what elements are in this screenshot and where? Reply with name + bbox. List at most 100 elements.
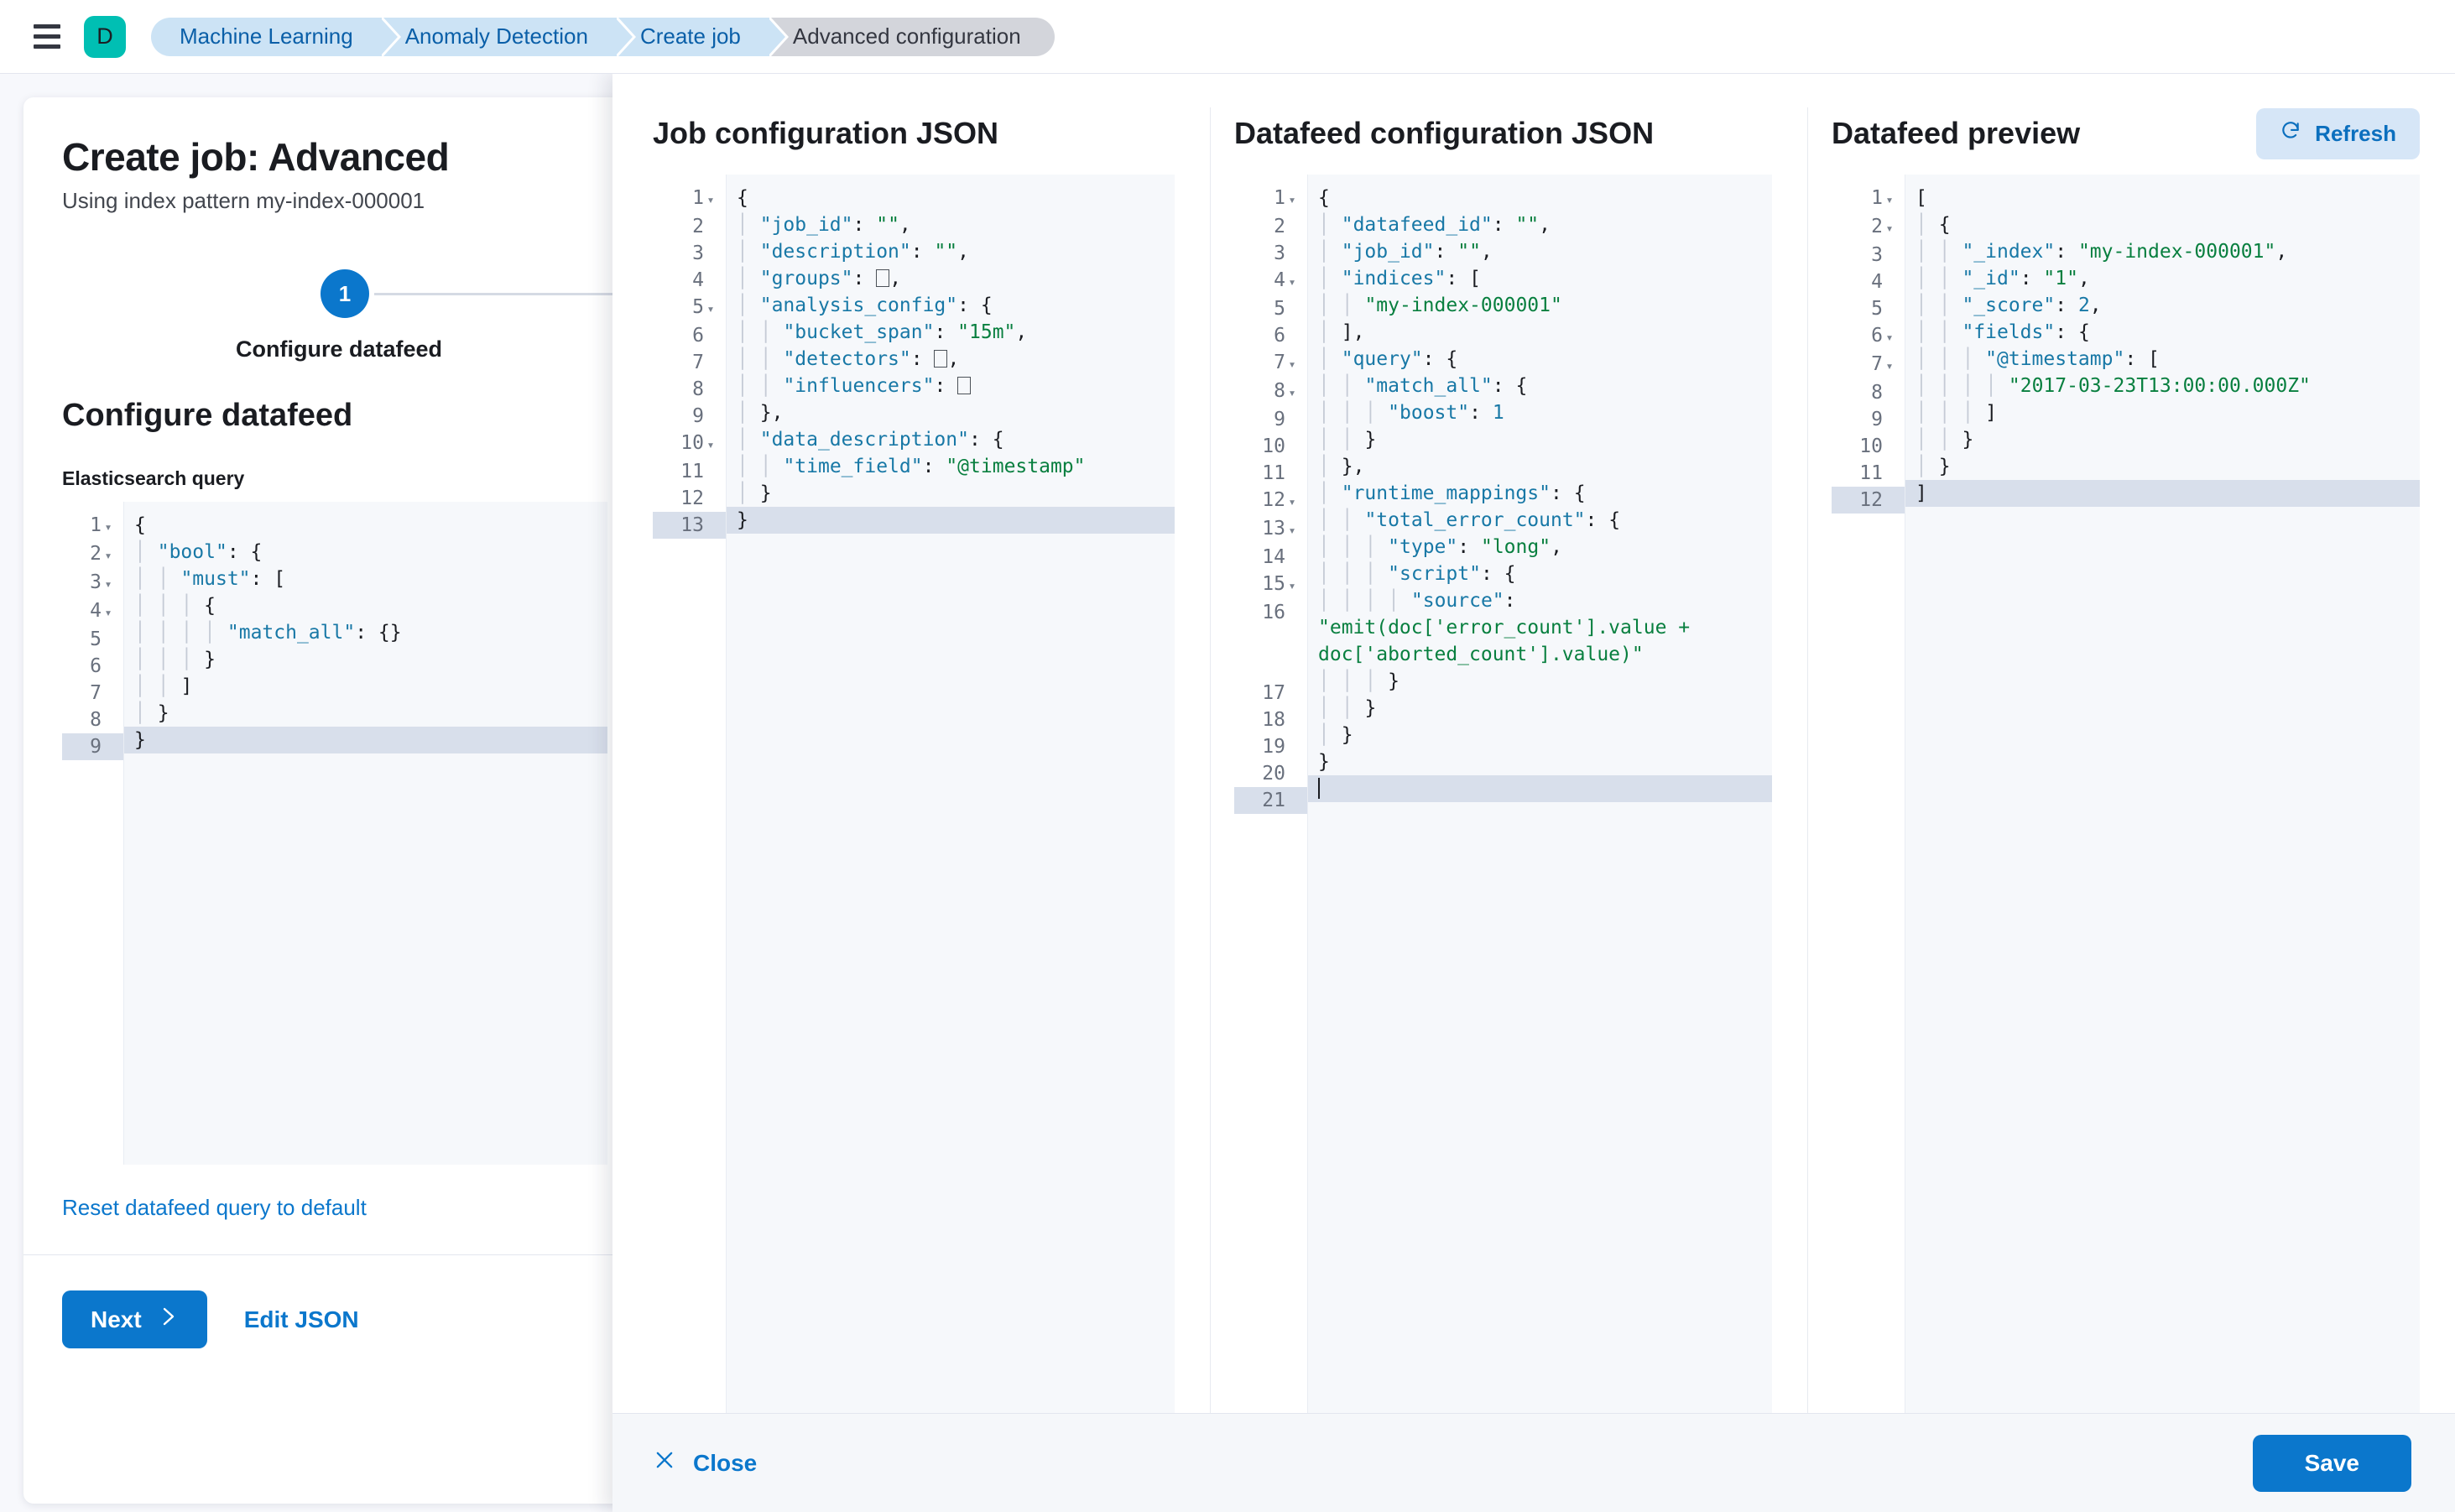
stepper-step-1[interactable]: 1 <box>321 269 369 318</box>
close-button[interactable]: Close <box>653 1448 757 1478</box>
editor-code-line[interactable]: │ "description": "", <box>737 241 970 263</box>
editor-code-line[interactable]: │ } <box>134 702 169 724</box>
breadcrumb-item-label: Anomaly Detection <box>404 23 588 49</box>
editor-line-number: 9 <box>62 733 123 760</box>
editor-code-line[interactable]: │ "job_id": "", <box>1318 241 1493 263</box>
breadcrumb-item-1[interactable]: Anomaly Detection <box>381 17 636 56</box>
editor-code-line[interactable]: │ │ "influencers": <box>727 373 1175 399</box>
editor-code-line[interactable]: │ }, <box>737 402 784 424</box>
editor-code-line[interactable]: │ │ "bucket_span": "15m", <box>737 321 1028 343</box>
editor-code-line[interactable]: { <box>134 514 146 536</box>
editor-code-line[interactable]: │ "indices": [ <box>1318 268 1481 289</box>
editor-code-line[interactable]: │ } <box>1318 724 1353 746</box>
editor-code-line[interactable]: │ "runtime_mappings": { <box>1318 482 1586 504</box>
editor-code-line[interactable]: │ "job_id": "", <box>737 214 911 236</box>
editor-line-number: 4▾ <box>90 600 112 622</box>
editor-line-number: 21 <box>1234 787 1307 814</box>
editor-line-number: 9 <box>1871 409 1883 430</box>
editor-code-line[interactable]: │ │ "match_all": { <box>1318 375 1528 397</box>
editor-code-line[interactable]: │ │ │ │ "match_all": {} <box>134 622 402 644</box>
datafeed-preview-header: Datafeed preview Refresh <box>1832 107 2420 159</box>
reset-datafeed-query-link[interactable]: Reset datafeed query to default <box>62 1195 367 1220</box>
job-configuration-header: Job configuration JSON <box>653 107 1175 159</box>
editor-code-line[interactable]: │ │ │ ] <box>1916 402 1998 424</box>
editor-code-line[interactable]: } <box>727 507 1175 534</box>
editor-line-number: 5 <box>90 628 102 650</box>
editor-code-line[interactable]: │ "bool": { <box>134 541 263 563</box>
editor-line-number: 11 <box>1262 462 1285 484</box>
editor-code-area[interactable]: [ │ { │ │ "_index": "my-index-000001", │ │ … <box>1905 175 2420 1413</box>
edit-json-button[interactable]: Edit JSON <box>243 1306 359 1332</box>
save-button[interactable]: Save <box>2252 1434 2411 1492</box>
editor-code-line[interactable]: │ ], <box>1318 321 1365 343</box>
breadcrumb-item-0[interactable]: Machine Learning <box>151 17 401 56</box>
editor-code-line[interactable]: │ │ "must": [ <box>134 568 286 590</box>
editor-line-number: 6 <box>90 655 102 677</box>
editor-code-line[interactable]: } <box>1318 751 1330 773</box>
editor-code-line[interactable]: │ │ ] <box>134 675 193 697</box>
editor-code-area[interactable]: { │ "bool": { │ │ "must": [ │ │ │ { │ │ │ │ … <box>124 502 607 1165</box>
editor-code-area[interactable]: { │ "datafeed_id": "", │ "job_id": "", │ "i… <box>1308 175 1772 1413</box>
editor-code-line[interactable]: │ │ } <box>1916 429 1974 451</box>
editor-code-line[interactable]: │ │ │ │ "2017-03-23T13:00:00.000Z" <box>1916 375 2311 397</box>
editor-code-line[interactable]: │ }, <box>1318 456 1365 477</box>
editor-code-line[interactable]: │ │ "fields": { <box>1916 321 2090 343</box>
refresh-button[interactable]: Refresh <box>2256 107 2420 159</box>
editor-code-line[interactable]: │ "query": { <box>1318 348 1458 370</box>
editor-line-number: 13▾ <box>1262 518 1296 540</box>
breadcrumb-chevron-icon <box>381 17 401 56</box>
editor-code-line[interactable]: │ │ "detectors": , <box>737 348 960 370</box>
editor-code-line[interactable]: │ │ │ } <box>134 649 216 670</box>
stepper-step-label: Configure datafeed <box>235 336 443 362</box>
editor-code-line[interactable]: { <box>737 187 748 209</box>
editor-code-area[interactable]: { │ "job_id": "", │ "description": "", │ "g… <box>727 175 1175 1413</box>
editor-code-line[interactable]: │ │ "time_field": "@timestamp" <box>737 456 1086 477</box>
hamburger-menu-icon[interactable] <box>29 18 65 55</box>
editor-code-line[interactable]: │ │ "my-index-000001" <box>1318 295 1562 316</box>
editor-code-line[interactable]: { <box>1318 187 1330 209</box>
editor-line-number: 5 <box>1274 298 1285 320</box>
section-heading: Configure datafeed <box>62 398 353 433</box>
editor-code-line[interactable] <box>1308 775 1772 802</box>
editor-code-line[interactable]: │ │ } <box>1318 697 1377 719</box>
editor-code-line[interactable]: } <box>124 727 607 753</box>
editor-code-line[interactable]: │ │ "_score": 2, <box>1916 295 2102 316</box>
save-button-label: Save <box>2304 1449 2359 1476</box>
editor-code-line[interactable]: │ │ │ { <box>134 595 216 617</box>
breadcrumb-item-2[interactable]: Create job <box>616 17 789 56</box>
editor-code-line[interactable]: │ │ │ │ "source": "emit(doc['error_count… <box>1318 590 1702 665</box>
breadcrumb-item-3[interactable]: Advanced configuration <box>769 17 1055 56</box>
editor-code-line[interactable]: │ │ │ "script": { <box>1318 563 1516 585</box>
editor-code-line[interactable]: │ } <box>1916 456 1951 477</box>
space-avatar[interactable]: D <box>84 15 126 58</box>
editor-code-line[interactable]: │ │ │ } <box>1318 670 1400 692</box>
editor-code-line[interactable]: │ "datafeed_id": "", <box>1318 214 1551 236</box>
editor-code-line[interactable]: │ │ "_id": "1", <box>1916 268 2090 289</box>
editor-code-line[interactable]: │ │ │ "type": "long", <box>1318 536 1562 558</box>
editor-line-number: 2 <box>692 216 704 237</box>
breadcrumb-item-label: Create job <box>639 23 741 49</box>
editor-code-line[interactable]: │ "analysis_config": { <box>737 295 993 316</box>
editor-code-line[interactable]: [ <box>1916 187 1927 209</box>
editor-code-line[interactable]: │ │ │ "@timestamp": [ <box>1916 348 2160 370</box>
editor-code-line[interactable]: │ │ "_index": "my-index-000001", <box>1916 241 2288 263</box>
datafeed-configuration-header: Datafeed configuration JSON <box>1234 107 1772 159</box>
editor-code-line[interactable]: │ "groups": , <box>737 268 902 289</box>
editor-code-line[interactable]: │ │ "total_error_count": { <box>1318 509 1621 531</box>
editor-code-line[interactable]: ] <box>1905 480 2420 507</box>
editor-code-line[interactable]: │ │ } <box>1318 429 1377 451</box>
editor-code-line[interactable]: │ } <box>737 482 772 504</box>
editor-line-number: 10▾ <box>680 432 715 454</box>
editor-code-line[interactable]: │ { <box>1916 214 1951 236</box>
editor-code-line[interactable]: │ │ │ "boost": 1 <box>1318 402 1504 424</box>
editor-code-line[interactable]: │ "data_description": { <box>737 429 1004 451</box>
next-button[interactable]: Next <box>62 1290 207 1348</box>
